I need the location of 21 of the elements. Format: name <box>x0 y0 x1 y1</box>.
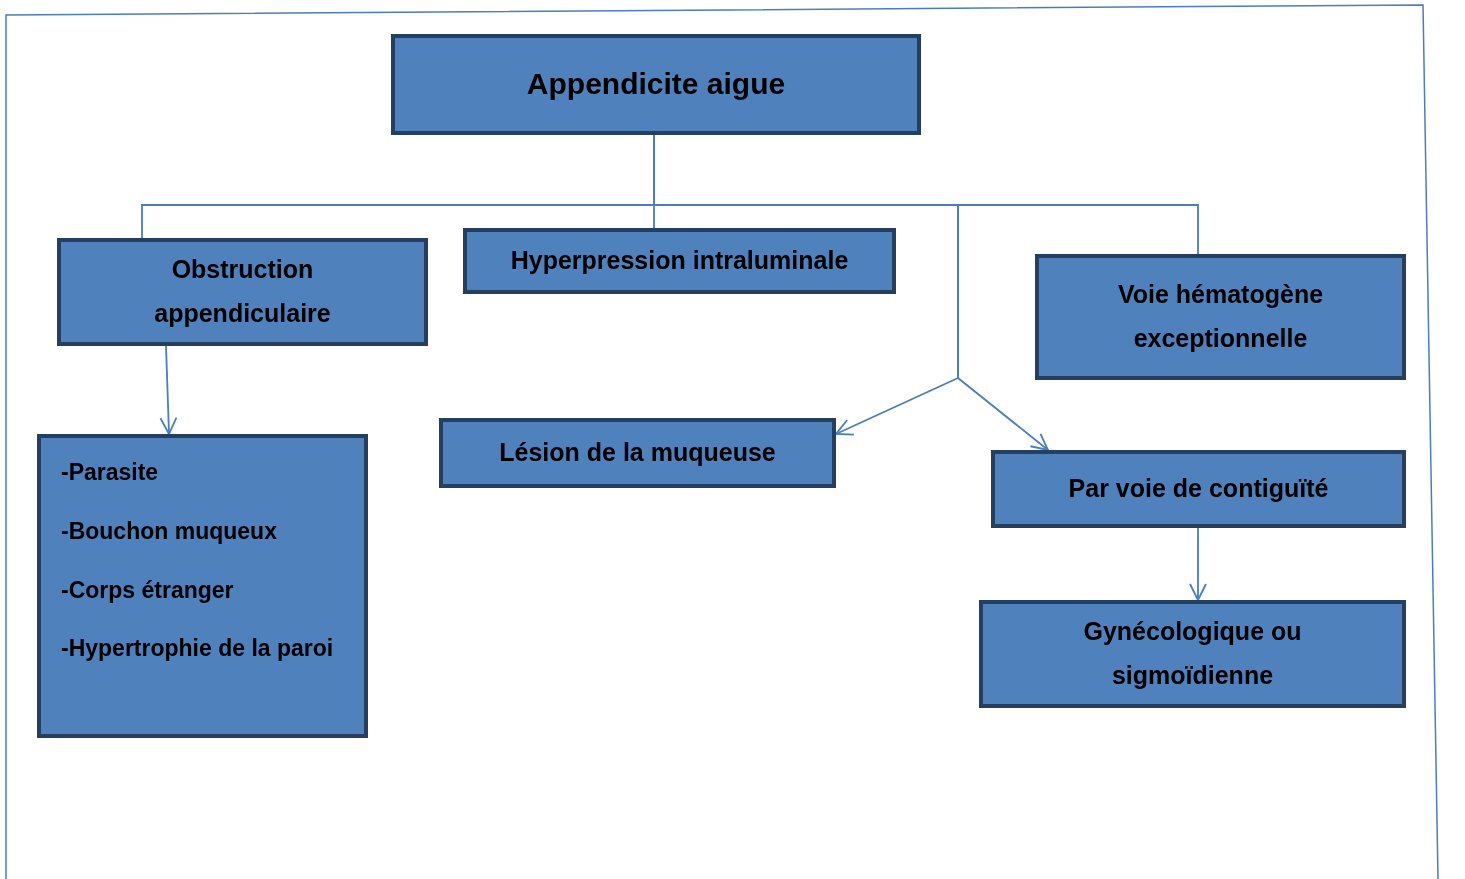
concept-box <box>979 600 1406 708</box>
concept-box <box>57 238 428 346</box>
box-label: Voie hématogène exceptionnelle <box>1116 279 1325 354</box>
concept-box <box>1035 254 1406 380</box>
box-label: Lésion de la muqueuse <box>499 437 776 469</box>
concept-box <box>439 418 836 488</box>
box-label: Par voie de contiguïté <box>1068 473 1329 505</box>
box-label: Gynécologique ou sigmoïdienne <box>1082 616 1303 691</box>
list-item: -Corps étranger <box>61 575 234 605</box>
arrow <box>1189 527 1207 601</box>
concept-box <box>391 34 921 135</box>
list-item: -Hypertrophie de la paroi <box>61 634 334 664</box>
concept-box <box>991 450 1406 528</box>
box-label: Obstruction appendiculaire <box>153 254 332 329</box>
list-item: -Parasite <box>61 458 159 487</box>
arrow <box>159 345 178 435</box>
concept-box <box>463 228 896 294</box>
box-label: Hyperpression intraluminale <box>510 245 849 277</box>
list-item: -Bouchon muqueux <box>61 516 277 546</box>
box-label: Appendicite aigue <box>526 66 786 103</box>
concept-box <box>37 434 368 738</box>
